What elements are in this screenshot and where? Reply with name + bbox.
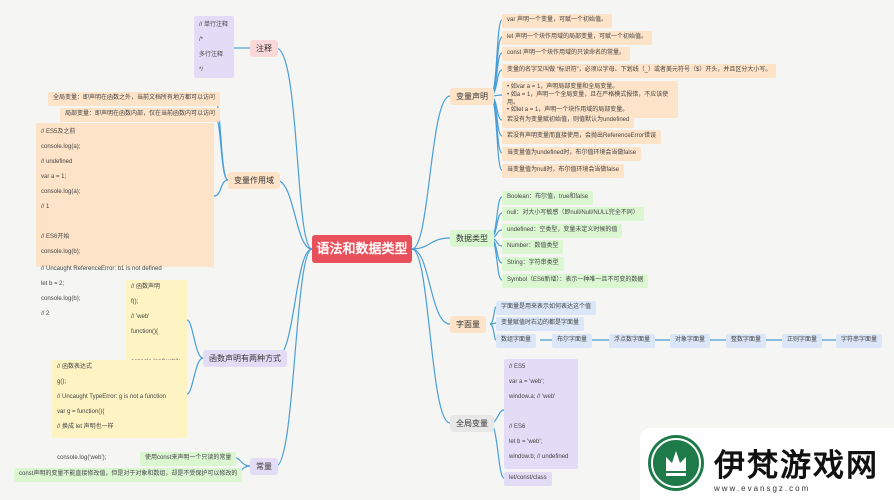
code-line: // 函数表达式 <box>57 364 93 370</box>
code-line: console.log(a); <box>41 144 81 150</box>
branch-constants[interactable]: 常量 <box>250 458 278 475</box>
code-line: console.log(b); <box>41 249 81 255</box>
datatype-item: Symbol（ES6新增）：表示一种唯一且不可变的数据 <box>502 274 649 288</box>
var-decl-item: 变量的名字又叫做 “标识符”，必须以字母、下划线（_）或者美元符号（$）开头，并… <box>502 64 777 78</box>
code-line: console.log('web'); <box>57 455 107 461</box>
literal-type: 正则字面量 <box>782 334 823 348</box>
var-decl-item: var 声明一个变量，可赋一个初始值。 <box>502 14 613 28</box>
code-line: let b = 'web'; <box>509 439 543 445</box>
var-decl-item: • 如var a = 1，声明局部变量和全局变量。 • 如a = 1，声明一个全… <box>502 81 678 119</box>
branch-comment[interactable]: 注释 <box>250 40 278 57</box>
comment-line: 多行注释 <box>199 52 224 58</box>
code-line: let b = 2; <box>41 281 65 287</box>
site-url: www.evansgz.com <box>714 484 811 493</box>
code-line: // 2 <box>41 311 50 317</box>
code-line: // ES6开始 <box>41 234 70 240</box>
scope-item: 局部变量：即声明在函数内部，仅在当前函数内可以访问 <box>60 108 221 122</box>
central-topic: 语法和数据类型 <box>312 235 412 263</box>
constant-item: 使用const来声明一个只读的常量 <box>140 452 237 466</box>
constant-item: const声明的变量不能直接修改值，但是对于对象和数组，却是不受保护可以修改的 <box>14 468 243 482</box>
comment-line: */ <box>199 67 204 73</box>
literal-type: 字符串字面量 <box>836 334 883 348</box>
code-line: f(); <box>131 299 139 305</box>
code-line: // 换成 let 声明也一样 <box>57 424 114 430</box>
literal-item: 字面量是用来表示如何表达这个值 <box>496 301 597 315</box>
comment-line: /* <box>199 37 204 43</box>
globals-code: // ES5 var a = 'web'; window.a; // 'web'… <box>504 359 578 469</box>
code-line: console.log(a); <box>41 189 81 195</box>
code-line: var g = function(){ <box>57 409 105 415</box>
literal-type: 布尔字面量 <box>552 334 593 348</box>
literal-type: 整数字面量 <box>726 334 767 348</box>
code-line: // ES5 <box>509 364 526 370</box>
code-line <box>509 405 573 420</box>
code-line: function(){ <box>131 329 159 335</box>
literal-type: 浮点数字面量 <box>609 334 656 348</box>
literal-item: 变量赋值时右边的都是字面量 <box>496 317 585 331</box>
code-line: // 'web' <box>131 314 150 320</box>
scope-code: // ES5及之前 console.log(a); // undefined v… <box>36 123 214 267</box>
globals-extra: let/const/class <box>504 472 552 486</box>
site-logo-icon <box>648 435 704 491</box>
site-name: 伊梵游戏网 <box>714 448 879 484</box>
func-expr-code: // 函数表达式 g(); // Uncaught TypeError: g i… <box>52 360 187 438</box>
code-line: // ES5及之前 <box>41 129 76 135</box>
branch-datatypes[interactable]: 数据类型 <box>450 230 494 247</box>
branch-scope[interactable]: 变量作用域 <box>228 172 280 189</box>
code-line: var a = 1; <box>41 174 67 180</box>
code-line: g(); <box>57 379 66 385</box>
datatype-item: Number：数值类型 <box>502 240 564 254</box>
code-line: // Uncaught ReferenceError: b1 is not de… <box>41 266 162 272</box>
code-line: // undefined <box>41 159 73 165</box>
var-decl-item: 当变量值为null时，布尔值环境会当做false <box>502 164 625 178</box>
var-decl-item: 若没有为变量赋初始值，则值默认为undefined <box>502 114 635 128</box>
code-line: // Uncaught TypeError: g is not a functi… <box>57 394 166 400</box>
datatype-item: String：字符串类型 <box>502 257 564 271</box>
var-decl-item: 若没有声明变量而直接使用，会抛出ReferenceError错误 <box>502 130 662 144</box>
branch-globals[interactable]: 全局变量 <box>450 415 494 432</box>
scope-code-tail: // Uncaught ReferenceError: b1 is not de… <box>41 262 162 322</box>
code-line <box>57 436 106 451</box>
branch-func-decl[interactable]: 函数声明有两种方式 <box>203 350 287 367</box>
var-decl-item: 当变量值为undefined时，布尔值环境会当做false <box>502 147 642 161</box>
branch-literals[interactable]: 字面量 <box>450 316 486 333</box>
code-line <box>131 340 182 355</box>
datatype-item: undefined：空类型，变量未定义时候的值 <box>502 224 623 238</box>
datatype-item: null：对大小写敏感（即null/Null/NULL完全不同） <box>502 207 644 221</box>
comment-line: // 单行注释 <box>199 22 229 28</box>
func-decl-code: // 函数声明 f(); // 'web' function(){ consol… <box>126 280 187 365</box>
literal-type: 数组字面量 <box>496 334 537 348</box>
var-decl-item: const 声明一个块作用域的只读命名的常量。 <box>502 47 631 61</box>
comment-block: // 单行注释 /* 多行注释 */ <box>194 16 234 78</box>
code-line: console.log(b); <box>41 296 81 302</box>
var-decl-item: let 声明一个块作用域的局部变量，可赋一个初始值。 <box>502 31 653 45</box>
branch-var-decl[interactable]: 变量声明 <box>450 88 494 105</box>
literal-type: 对象字面量 <box>670 334 711 348</box>
code-line: var a = 'web'; <box>509 379 545 385</box>
code-line: window.a; // 'web' <box>509 394 556 400</box>
scope-item: 全局变量：即声明在函数之外，当前文档所有地方都可以访问 <box>48 92 221 106</box>
code-line: // 函数声明 <box>131 284 161 290</box>
datatype-item: Boolean：布尔值，true和false <box>502 191 594 205</box>
code-line: // ES6 <box>509 424 526 430</box>
code-line <box>41 215 209 230</box>
code-line: // 1 <box>41 204 50 210</box>
code-line: window.b; // undefined <box>509 454 569 460</box>
